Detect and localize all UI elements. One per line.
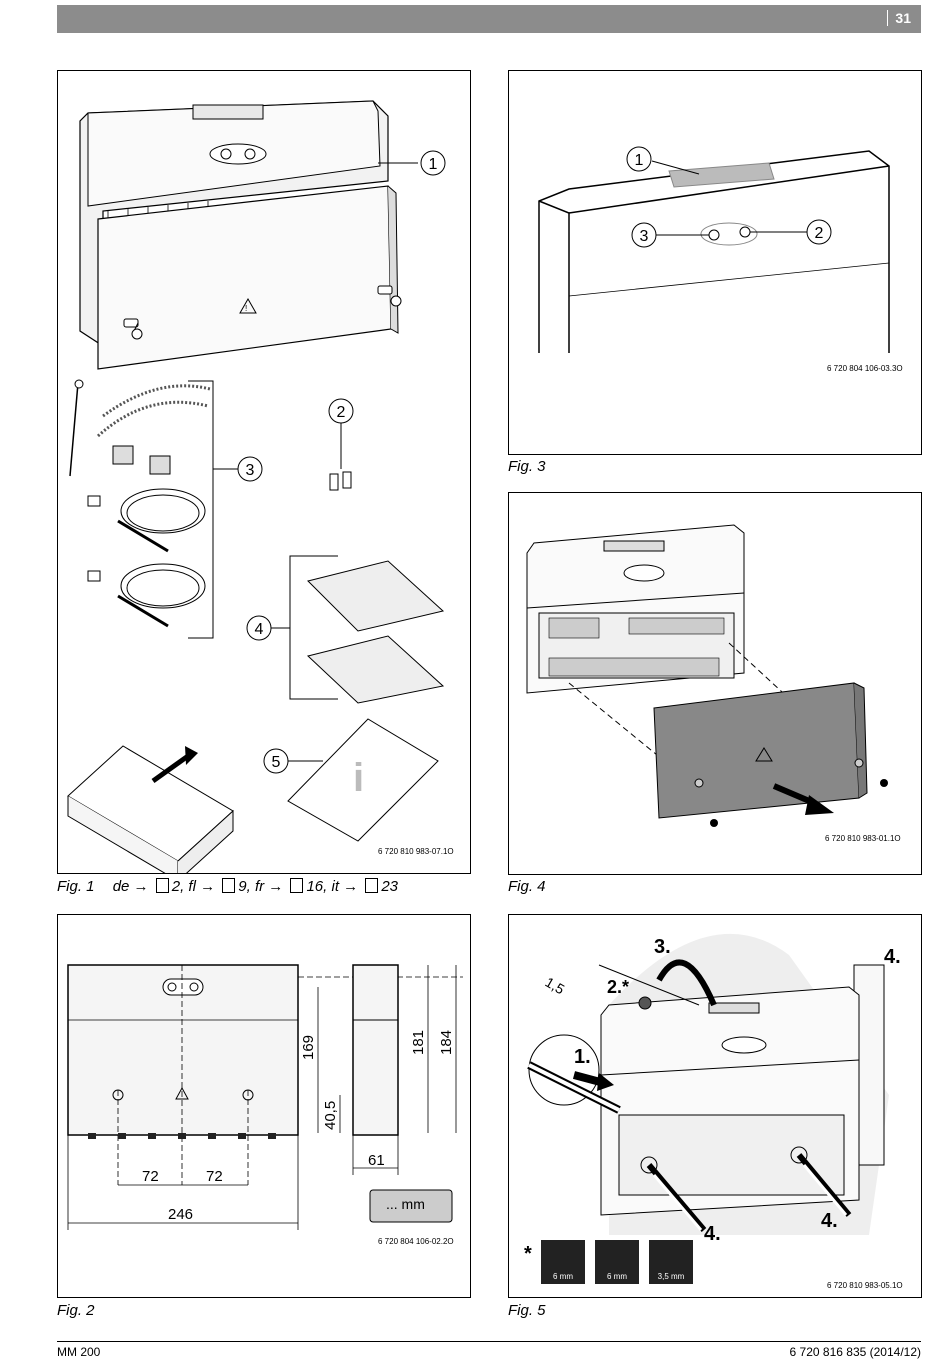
- asterisk: *: [524, 1243, 532, 1265]
- figure-4-panel: 6 720 810 983-01.1O: [508, 492, 922, 875]
- document-icon: [222, 878, 236, 893]
- footer-doc-number: 6 720 816 835 (2014/12): [789, 1345, 921, 1359]
- fig2-code: 6 720 804 106-02.2O: [378, 1237, 454, 1246]
- document-icon: [365, 878, 379, 893]
- fig1-caption: Fig. 1: [57, 878, 95, 895]
- fig3-callout-3: 3: [640, 228, 649, 245]
- fig5-code: 6 720 810 983-05.1O: [827, 1281, 903, 1290]
- fig1-callout-2: 2: [337, 404, 346, 421]
- figure-5-panel: 3. 2.* 1,5 1. 4. 4. 4. * 6 mm 6 mm 3,5 m…: [508, 914, 922, 1298]
- svg-text:!: !: [245, 304, 247, 313]
- drill-bit-tool: 6 mm: [541, 1240, 585, 1284]
- dim-72-right: 72: [206, 1168, 223, 1185]
- figure-1-illustration: ! 1 3 2: [67, 100, 446, 882]
- fig1-callout-5: 5: [272, 754, 281, 771]
- fig2-caption: Fig. 2: [57, 1302, 95, 1319]
- document-icon: [155, 878, 169, 893]
- dim-72-left: 72: [142, 1168, 159, 1185]
- fig3-callout-2: 2: [815, 225, 824, 242]
- step-4-left: 4.: [704, 1223, 721, 1245]
- document-icon: [290, 878, 304, 893]
- angle-value: 1,5: [543, 974, 568, 998]
- header-bar: 31: [57, 5, 921, 33]
- footer-rule: [57, 1341, 921, 1342]
- unit-label: ... mm: [386, 1196, 425, 1212]
- fig1-callout-1: 1: [429, 156, 438, 173]
- step-3: 3.: [654, 936, 671, 958]
- fig4-caption: Fig. 4: [508, 878, 546, 895]
- svg-text:6 mm: 6 mm: [553, 1272, 573, 1281]
- dim-169: 169: [300, 1035, 317, 1060]
- step-4-top: 4.: [884, 946, 901, 968]
- step-4-right: 4.: [821, 1210, 838, 1232]
- screw-tool: 3,5 mm: [649, 1240, 693, 1284]
- fig3-code: 6 720 804 106-03.3O: [827, 364, 903, 373]
- figure-3-panel: 1 2 3 6 720 804 106-03.3O: [508, 70, 922, 455]
- figure-1-panel: ! 1 3 2: [57, 70, 471, 882]
- dim-246: 246: [168, 1206, 193, 1223]
- dim-61: 61: [368, 1152, 385, 1169]
- fig1-code: 6 720 810 983-07.1O: [378, 847, 454, 856]
- page-number: 31: [887, 10, 911, 26]
- figure-2-drawing: 169 181 184 40,5 61 72 72 246 ... mm: [67, 964, 463, 1230]
- ref-de: de → 2,: [112, 878, 185, 895]
- fig3-caption: Fig. 3: [508, 458, 546, 475]
- fig1-callout-3: 3: [246, 462, 255, 479]
- fig5-caption: Fig. 5: [508, 1302, 546, 1319]
- fig1-callout-4: 4: [255, 621, 264, 638]
- dim-181: 181: [410, 1030, 427, 1055]
- ref-fr: fr → 16,: [254, 878, 328, 895]
- svg-text:i: i: [353, 756, 364, 800]
- dim-184: 184: [438, 1030, 455, 1055]
- footer-product: MM 200: [57, 1345, 101, 1359]
- fig1-caption-row: Fig. 1 de → 2, fl → 9, fr → 16, it → 23: [57, 878, 398, 895]
- figure-2-panel: 169 181 184 40,5 61 72 72 246 ... mm 6 7…: [57, 914, 471, 1298]
- dim-40-5: 40,5: [322, 1101, 339, 1130]
- figure-3-illustration: 1 2 3: [538, 146, 890, 353]
- step-1: 1.: [574, 1046, 591, 1068]
- svg-text:3,5 mm: 3,5 mm: [658, 1272, 685, 1281]
- fig4-code: 6 720 810 983-01.1O: [825, 834, 901, 843]
- svg-text:6 mm: 6 mm: [607, 1272, 627, 1281]
- wall-plug-tool: 6 mm: [595, 1240, 639, 1284]
- figure-5-illustration: 3. 2.* 1,5 1. 4. 4. 4. * 6 mm 6 mm 3,5 m…: [524, 933, 901, 1284]
- figure-4-illustration: [526, 524, 888, 827]
- step-2: 2.*: [607, 977, 629, 997]
- ref-fl: fl → 9,: [188, 878, 251, 895]
- fig3-callout-1: 1: [635, 152, 644, 169]
- ref-it: it → 23: [331, 878, 399, 895]
